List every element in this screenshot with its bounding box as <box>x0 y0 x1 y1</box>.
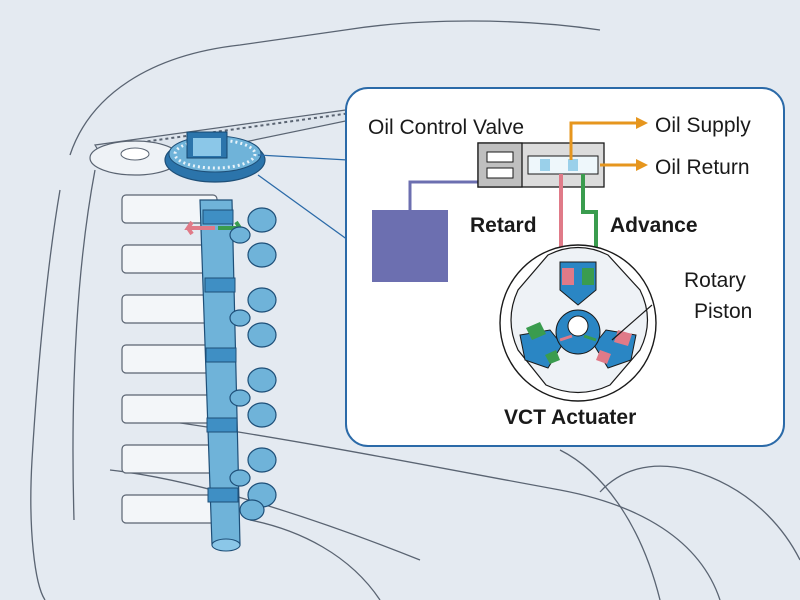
rotary-label: Rotary <box>684 269 746 292</box>
oil-return-label: Oil Return <box>655 156 750 179</box>
advance-label: Advance <box>610 214 698 237</box>
cam-pulley <box>164 131 266 183</box>
retard-label: Retard <box>470 214 537 237</box>
rotor-icon <box>499 244 657 402</box>
vct-actuater-label: VCT Actuater <box>504 406 636 429</box>
callout-pointer <box>257 154 349 241</box>
arrow-right-icon <box>636 117 648 129</box>
advance-passage <box>581 174 598 268</box>
rotary-piston-leader <box>611 304 653 341</box>
arrow-right-icon <box>636 159 648 171</box>
piston-label: Piston <box>694 300 752 323</box>
ecu-box-icon <box>372 210 448 282</box>
cylinder-block <box>121 194 218 524</box>
ecu-connector-line <box>408 180 478 210</box>
oil-control-valve-label: Oil Control Valve <box>368 116 524 139</box>
valve-lifters <box>229 207 277 521</box>
oil-supply-label: Oil Supply <box>655 114 751 137</box>
camshaft <box>199 199 241 552</box>
valve-solenoid-icon <box>477 142 605 188</box>
oil-lines <box>569 121 640 167</box>
